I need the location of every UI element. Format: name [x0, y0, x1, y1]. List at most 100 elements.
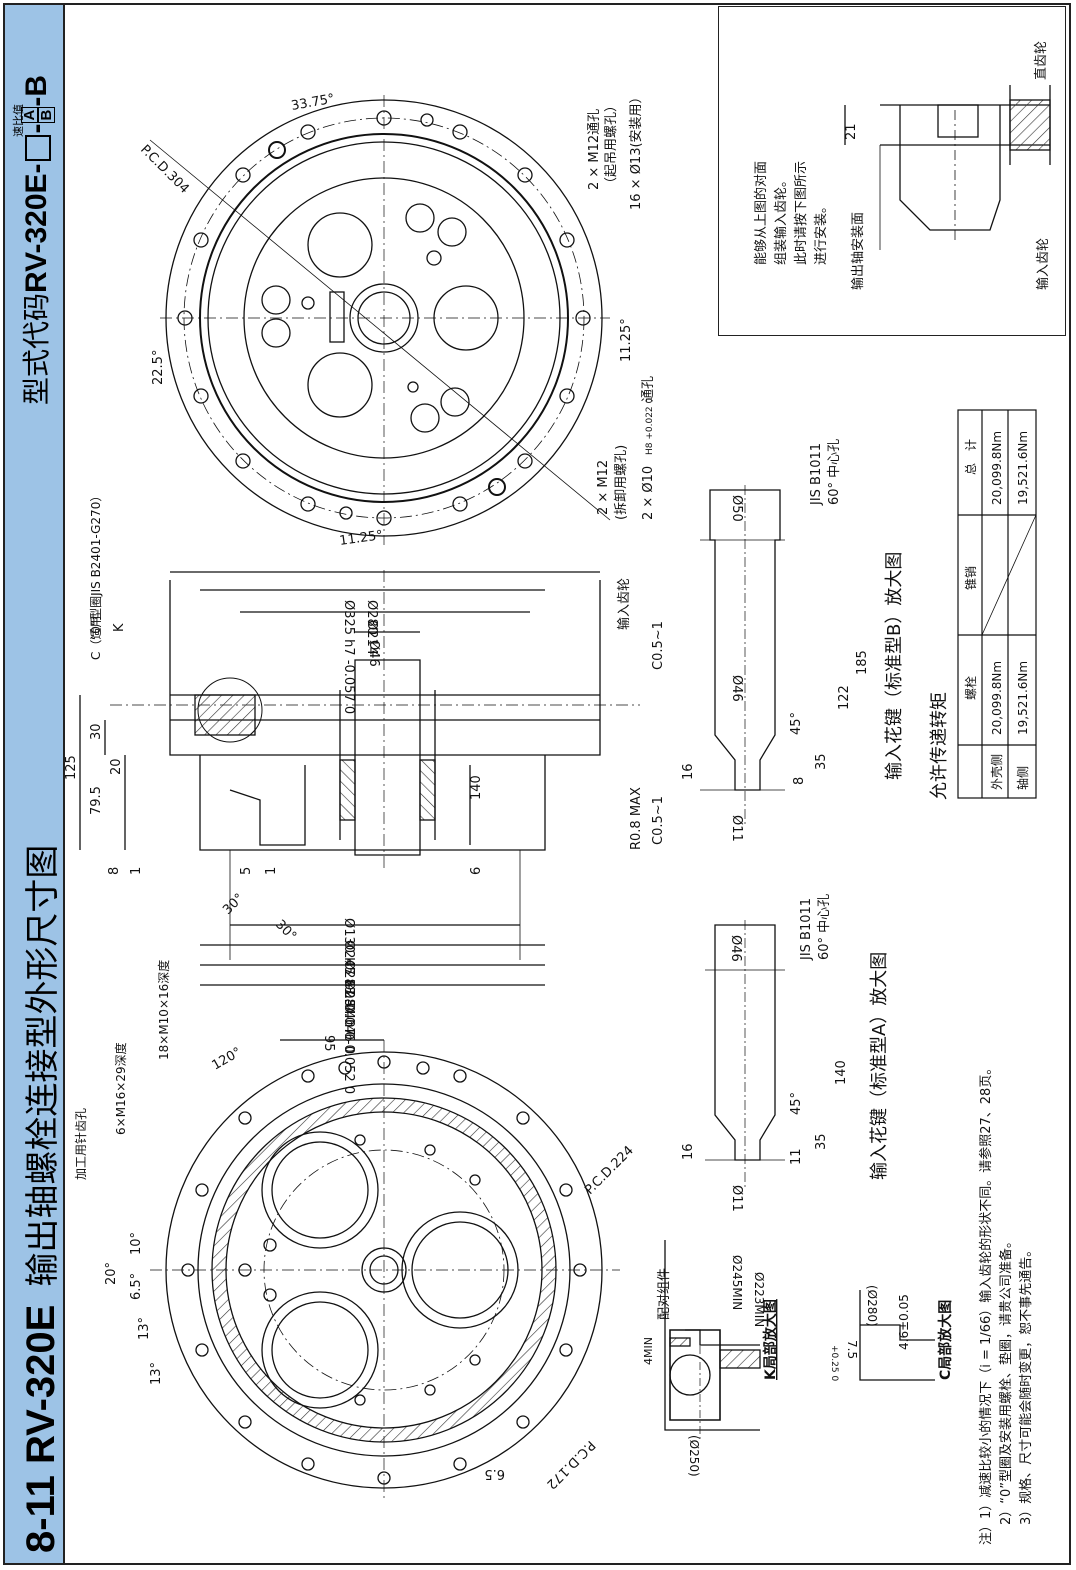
torque-header-bolt: 螺栓 [963, 676, 978, 700]
torque-row2-total: 19,521.6Nm [1016, 431, 1030, 505]
detail-k-drawing [664, 1240, 761, 1440]
label-4min: 4MIN [642, 1337, 655, 1365]
label-angle-3375: 33.75° [290, 92, 336, 114]
label-hole-d10: 2 × Ø10 [641, 466, 656, 520]
section-view-labels: C（适用 K Ø325 h7 -0.057 0 Ø280 Ø214 Ø46 输入… [64, 578, 666, 1094]
label-c-note: C（适用 [89, 616, 103, 660]
label-spline-a-jis: JIS B1011 [799, 898, 814, 961]
spline-b-drawing [700, 485, 785, 825]
label-angle-30a: 30° [220, 891, 247, 918]
label-spline-b-122: 122 [837, 685, 852, 710]
label-d214: Ø214 [364, 620, 379, 655]
install-note-line-1: 能够从上图的对面 [753, 161, 769, 265]
label-d284: Ø284 h7 -0.052 0 [341, 980, 356, 1094]
label-spline-a-center: 60° 中心孔 [817, 894, 832, 960]
label-hole-d10-tol: H8 +0.022 0 [645, 397, 655, 455]
torque-table-title: 允许传递转矩 [929, 692, 950, 800]
torque-table: 允许传递转矩 螺栓 锥销 总 计 外壳侧 20,099.8Nm 20,099.8… [929, 409, 1037, 800]
install-note-line-3: 此时请按下图所示 [794, 161, 809, 265]
label-dim-1b: 1 [264, 867, 279, 875]
label-angle-1125-a: 11.25° [619, 318, 634, 362]
install-note-line-4: 进行安装。 [814, 200, 829, 265]
label-c-d280: (Ø280) [865, 1285, 879, 1327]
title-band: 8-11 RV-320E输出轴螺栓连接型外形尺寸图 型式代码RV-320E--A… [5, 5, 65, 1563]
install-note-line-2: 组装输入齿轮。 [773, 174, 789, 265]
label-output-shaft-face: 输出轴安装面 [850, 212, 866, 290]
label-dim-46: 4.6±0.05 [897, 1294, 911, 1350]
label-dim-65: 6.5 [484, 1466, 505, 1481]
torque-header-total: 总 计 [964, 439, 978, 475]
label-angle-13b: 13° [149, 1362, 164, 1385]
label-spline-b-185: 185 [855, 650, 870, 675]
label-angle-65: 6.5° [129, 1273, 144, 1300]
install-note-drawing [844, 85, 1051, 250]
label-straight-gear: 直齿轮 [1034, 41, 1049, 80]
label-hole-d10-tail: 通孔 [641, 376, 656, 402]
spline-b-title: 输入花键（标准型B）放大图 [884, 552, 905, 780]
label-r08: R0.8 MAX [629, 787, 644, 850]
label-d130: Ø130 H7 +0.040 0 [341, 918, 356, 1040]
detail-k-labels: K局部放大图 配对组件 Ø245MIN Ø223MIN 4MIN (Ø250) [642, 1255, 779, 1477]
note-2: 2）“0”型圈及安装用螺栓、垫圈，请贵公司准备。 [998, 1235, 1014, 1525]
label-hole-pin: 加工用针齿孔 [73, 1108, 88, 1180]
label-spline-a-35: 35 [814, 1133, 829, 1150]
install-note-box [718, 6, 1066, 336]
label-d245: Ø245 h7 -0.046 0 [341, 940, 356, 1054]
label-spline-b-d50: Ø50 [729, 495, 744, 522]
spline-b-labels: 输入花键（标准型B）放大图 Ø50 Ø46 Ø11 JIS B1011 60° … [681, 439, 905, 842]
detail-c-drawing [859, 1290, 935, 1381]
label-input-gear: 输入齿轮 [1035, 238, 1051, 290]
install-note-text: 能够从上图的对面 组装输入齿轮。 此时请按下图所示 进行安装。 21 直齿轮 输… [753, 41, 1051, 290]
label-spline-b-8: 8 [792, 777, 807, 785]
label-hole-m12b-note: (拆卸用螺孔) [613, 445, 629, 520]
label-hole-m10: 18×M10×16深度 [156, 960, 171, 1060]
torque-header-pin: 锥销 [964, 566, 978, 590]
label-spline-a-16: 16 [681, 1143, 696, 1160]
label-angle-30b: 30° [272, 917, 299, 944]
label-section-d46: Ø46 [366, 640, 381, 667]
section-view [79, 570, 640, 986]
label-spline-b-d46: Ø46 [729, 675, 744, 702]
label-dim-75: 7.5 [845, 1340, 859, 1359]
spline-a-title: 输入花键（标准型A）放大图 [869, 952, 890, 1180]
label-angle-1125-b: 11.25° [338, 528, 383, 549]
note-3: 3）规格、尺寸可能会随时变更，恕不事先通告。 [1018, 1244, 1034, 1525]
label-d2835: Ø283.5 [341, 960, 356, 1007]
label-d223min: Ø223MIN [752, 1272, 766, 1327]
label-spline-b-jis: JIS B1011 [809, 443, 824, 506]
detail-k-title: K局部放大图 [762, 1299, 779, 1380]
label-d250: (Ø250) [687, 1435, 701, 1477]
label-spline-a-140: 140 [834, 1060, 849, 1085]
install-dim-21: 21 [844, 123, 859, 140]
torque-row1-label: 外壳侧 [990, 754, 1004, 790]
label-dim-5: 5 [239, 867, 254, 875]
label-angle-13a: 13° [137, 1317, 152, 1340]
top-bolt-holes [177, 110, 591, 526]
page-frame [3, 3, 1071, 1565]
label-c05-1b: C0.5~1 [651, 796, 666, 845]
label-angle-225: 22.5° [151, 350, 166, 385]
label-k: K [112, 623, 127, 632]
label-hole-m16: 6×M16×29深度 [113, 1042, 128, 1135]
torque-row2-bolt: 19,521.6Nm [1016, 661, 1030, 735]
label-dim-1a: 1 [129, 867, 144, 875]
label-mating: 配对组件 [657, 1268, 672, 1320]
label-spline-a-11: 11 [789, 1148, 804, 1165]
label-section-input-gear: 输入齿轮 [616, 578, 632, 630]
torque-row1-total: 20,099.8Nm [990, 431, 1004, 505]
label-spline-b-45: 45° [789, 712, 804, 735]
label-dim-6: 6 [469, 867, 484, 875]
detail-c-title: C局部放大图 [937, 1300, 954, 1380]
top-flange-view [149, 95, 611, 545]
label-angle-120: 120° [210, 1045, 245, 1074]
footnotes: 注）1）减速比较小的情况下（i = 1/66）输入齿轮的形状不同。请参照27、2… [978, 1062, 1034, 1545]
label-oring: “0”型圈JIS B2401-G270） [89, 490, 103, 640]
spline-a-labels: 输入花键（标准型A）放大图 Ø46 Ø11 JIS B1011 60° 中心孔 … [681, 894, 890, 1212]
label-dim-30: 30 [89, 723, 104, 740]
label-hole-d13: 16 × Ø13(安装用） [629, 90, 644, 210]
label-hole-m12b: 2 × M12 [596, 460, 611, 515]
label-spline-b-d11: Ø11 [729, 815, 744, 842]
label-spline-b-center: 60° 中心孔 [827, 439, 842, 505]
label-section-dim-140: 140 [469, 775, 484, 800]
bottom-bolt-holes [181, 1055, 587, 1485]
